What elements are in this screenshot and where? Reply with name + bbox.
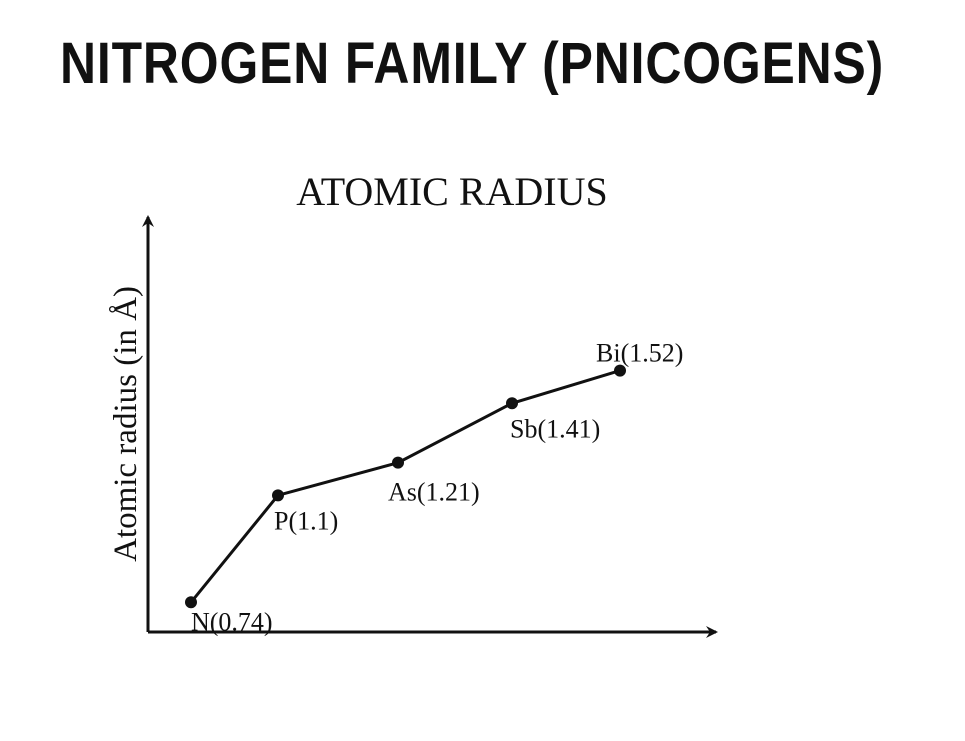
data-point-n — [185, 596, 197, 609]
y-axis-label: Atomic radius (in Å) — [107, 286, 144, 562]
data-point-sb — [506, 397, 518, 410]
data-label-p: P(1.1) — [274, 506, 338, 535]
data-point-as — [392, 456, 404, 469]
data-label-as: As(1.21) — [388, 478, 480, 507]
page-title: NITROGEN FAMILY (PNICOGENS) — [60, 31, 885, 96]
data-label-sb: Sb(1.41) — [510, 414, 600, 443]
data-label-n: N(0.74) — [191, 607, 273, 636]
data-label-bi: Bi(1.52) — [596, 339, 683, 368]
chart-title: ATOMIC RADIUS — [296, 169, 608, 214]
data-point-bi — [614, 364, 626, 377]
series-group: N(0.74) P(1.1) As(1.21) Sb(1.41) Bi(1.52) — [185, 339, 683, 636]
data-point-p — [272, 489, 284, 502]
